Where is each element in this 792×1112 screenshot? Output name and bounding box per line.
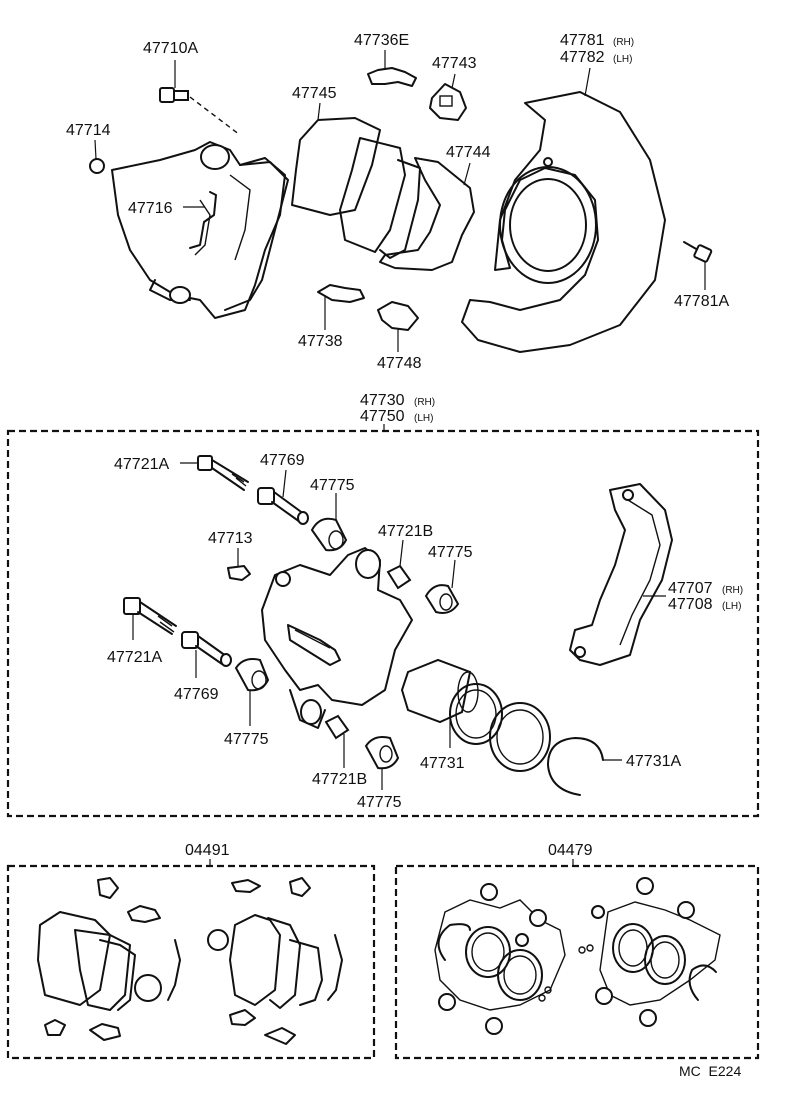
boot-47775-c	[234, 658, 270, 726]
diagram-code: MC E224	[679, 1063, 741, 1079]
shim-47744	[379, 157, 475, 271]
label-47707: 47707	[668, 580, 713, 597]
label-47769-upper: 47769	[260, 452, 305, 469]
label-47708: 47708	[668, 596, 713, 613]
label-47710A: 47710A	[143, 40, 198, 57]
boot-47775-a	[310, 493, 348, 552]
label-47721B-b: 47721B	[312, 771, 367, 788]
label-47736E: 47736E	[354, 32, 409, 49]
bolt-47721A-upper	[180, 455, 249, 491]
pad-kit-04491-parts	[37, 877, 343, 1045]
clip-47736E	[367, 50, 417, 87]
label-47731: 47731	[420, 755, 465, 772]
label-47745: 47745	[292, 85, 337, 102]
label-47708-lh: (LH)	[722, 601, 741, 612]
label-47731A: 47731A	[626, 753, 681, 770]
snap-ring-47731A	[547, 737, 622, 796]
clip-47716	[183, 191, 217, 249]
clip-47738	[317, 284, 365, 330]
label-47781A: 47781A	[674, 293, 729, 310]
label-47769-lower: 47769	[174, 686, 219, 703]
label-47730: 47730	[360, 392, 405, 409]
label-47730-rh: (RH)	[414, 397, 435, 408]
label-47721A-lower: 47721A	[107, 649, 162, 666]
label-47775-b: 47775	[428, 544, 473, 561]
bush-47721B-a	[386, 539, 412, 590]
label-47721B-a: 47721B	[378, 523, 433, 540]
piston-47731	[400, 658, 551, 772]
label-47721A-upper: 47721A	[114, 456, 169, 473]
seal-kit-04479-box	[394, 864, 760, 1060]
bolt-47781A	[683, 241, 713, 290]
label-47775-a: 47775	[310, 477, 355, 494]
assembly-dashline	[189, 96, 241, 136]
label-47716: 47716	[128, 200, 173, 217]
bush-47721B-b	[324, 714, 350, 768]
bleeder-47713	[227, 548, 251, 581]
label-47781-rh: (RH)	[613, 37, 634, 48]
caliper-cylinder-body	[261, 547, 413, 729]
label-47775-c: 47775	[224, 731, 269, 748]
guide-pin-47769-upper	[257, 469, 309, 525]
label-47775-d: 47775	[357, 794, 402, 811]
cap-47714	[89, 139, 105, 174]
label-47782-lh: (LH)	[613, 54, 632, 65]
label-47707-rh: (RH)	[722, 585, 743, 596]
label-47744: 47744	[446, 144, 491, 161]
bolt-47710A	[159, 60, 189, 103]
label-47743: 47743	[432, 55, 477, 72]
clip-47748	[377, 301, 419, 352]
label-47750: 47750	[360, 408, 405, 425]
boot-47775-d	[364, 736, 400, 790]
label-kit-04479: 04479	[548, 842, 593, 859]
label-kit-04491: 04491	[185, 842, 230, 859]
shim-47743	[429, 73, 467, 121]
label-47781: 47781	[560, 32, 605, 49]
caliper-body-top	[111, 141, 289, 319]
pad-kit-04491-box	[6, 864, 376, 1060]
label-47713: 47713	[208, 530, 253, 547]
bolt-47721A-lower	[123, 597, 177, 640]
dust-shield-47781	[461, 67, 666, 353]
mounting-bracket-47707	[569, 483, 673, 666]
boot-47775-b	[424, 559, 460, 614]
caliper-assembly-box	[6, 429, 760, 818]
seal-kit-04479-parts	[434, 877, 721, 1035]
label-47748: 47748	[377, 355, 422, 372]
label-47782: 47782	[560, 49, 605, 66]
label-47714: 47714	[66, 122, 111, 139]
guide-pin-47769-lower	[181, 631, 232, 678]
brake-pads-47745	[291, 102, 421, 259]
label-47738: 47738	[298, 333, 343, 350]
label-47750-lh: (LH)	[414, 413, 433, 424]
